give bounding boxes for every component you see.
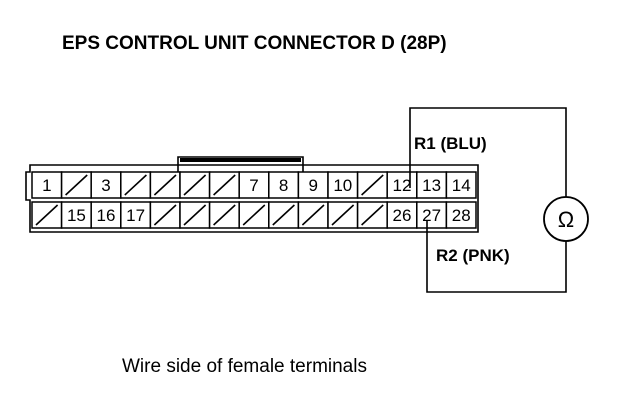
lead-wire-r1 <box>409 107 567 197</box>
top-row-blank-cavity <box>60 171 92 199</box>
terminal-13: 13 <box>416 171 448 199</box>
terminal-12: 12 <box>386 171 418 199</box>
lead-wire-r2 <box>426 220 567 293</box>
terminal-1: 1 <box>31 171 63 199</box>
bottom-row-blank-cavity <box>297 201 329 229</box>
terminal-number: 7 <box>249 176 258 195</box>
lead-label-r1: R1 (BLU) <box>414 134 487 153</box>
blank-cavity-slash <box>183 174 207 196</box>
terminal-number: 13 <box>422 176 441 195</box>
terminal-number: 17 <box>126 206 145 225</box>
blank-cavity-slash <box>153 204 177 226</box>
terminal-10: 10 <box>327 171 359 199</box>
terminal-number: 10 <box>333 176 352 195</box>
blank-cavity-slash <box>301 204 325 226</box>
terminal-number: 8 <box>279 176 288 195</box>
blank-cavity-slash <box>213 204 236 226</box>
terminal-number: 3 <box>101 176 110 195</box>
terminal-number: 14 <box>452 176 471 195</box>
terminal-number: 9 <box>308 176 317 195</box>
bottom-row-blank-cavity <box>356 201 388 229</box>
bottom-row-blank-cavity <box>268 201 300 229</box>
blank-cavity-slash <box>35 204 59 226</box>
ohm-symbol: Ω <box>558 207 574 232</box>
terminal-number: 27 <box>422 206 441 225</box>
terminal-15: 15 <box>60 201 92 229</box>
bottom-row-blank-cavity <box>327 201 359 229</box>
bottom-row-blank-cavity <box>238 201 270 229</box>
terminal-7: 7 <box>238 171 270 199</box>
lead-label-r2: R2 (PNK) <box>436 246 510 265</box>
blank-cavity-slash <box>124 174 147 196</box>
terminal-27: 27 <box>416 201 448 229</box>
terminal-16: 16 <box>90 201 122 229</box>
bottom-row-blank-cavity <box>179 201 211 229</box>
blank-cavity-slash <box>153 174 177 196</box>
bottom-row-blank-cavity <box>208 201 240 229</box>
terminal-8: 8 <box>268 171 300 199</box>
blank-cavity-slash <box>65 174 88 196</box>
diagram-caption: Wire side of female terminals <box>122 356 367 377</box>
blank-cavity-slash <box>213 174 236 196</box>
terminal-number: 26 <box>393 206 412 225</box>
blank-cavity-slash <box>361 204 384 226</box>
ohmmeter-icon <box>543 196 589 242</box>
top-row-blank-cavity <box>179 171 211 199</box>
connector-bottom-row: 15 16 17 26 27 28 <box>31 201 477 229</box>
ohmmeter-circuit <box>409 107 567 293</box>
blank-cavity-slash <box>183 204 207 226</box>
terminal-number: 16 <box>97 206 116 225</box>
terminal-28: 28 <box>445 201 477 229</box>
terminal-9: 9 <box>297 171 329 199</box>
terminal-number: 15 <box>67 206 86 225</box>
bottom-row-blank-cavity <box>149 201 181 229</box>
bottom-row-blank-cavity <box>31 201 63 229</box>
blank-cavity-slash <box>331 204 355 226</box>
terminal-14: 14 <box>445 171 477 199</box>
top-row-blank-cavity <box>356 171 388 199</box>
terminal-26: 26 <box>386 201 418 229</box>
terminal-number: 1 <box>42 176 51 195</box>
top-row-blank-cavity <box>149 171 181 199</box>
diagram-title: EPS CONTROL UNIT CONNECTOR D (28P) <box>62 33 447 54</box>
connector-housing <box>25 156 479 233</box>
blank-cavity-slash <box>242 204 266 226</box>
blank-cavity-slash <box>361 174 384 196</box>
top-row-blank-cavity <box>120 171 152 199</box>
blank-cavity-slash <box>272 204 295 226</box>
terminal-number: 12 <box>393 176 412 195</box>
top-row-blank-cavity <box>208 171 240 199</box>
terminal-17: 17 <box>120 201 152 229</box>
terminal-3: 3 <box>90 171 122 199</box>
terminal-number: 28 <box>452 206 471 225</box>
